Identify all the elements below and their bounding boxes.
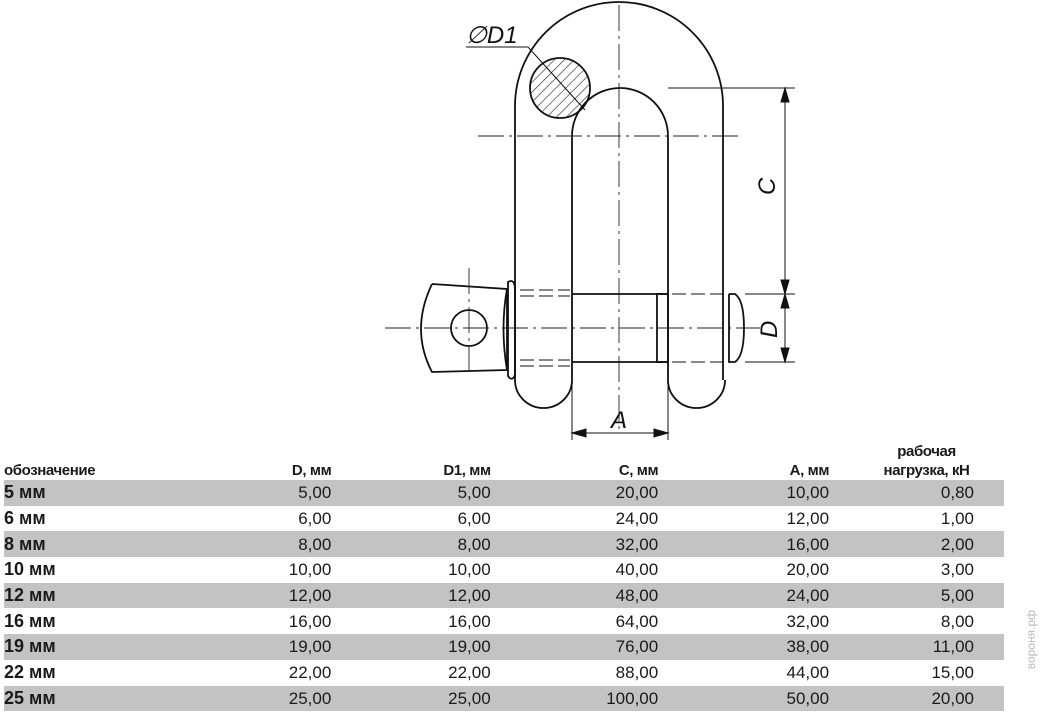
table-row: 16 мм 16,00 16,00 64,00 32,00 8,00 — [4, 608, 1004, 634]
col-load: рабочая нагрузка, кН — [829, 430, 1004, 480]
cell-designation: 19 мм — [4, 634, 96, 660]
spec-table: обозначение D, мм D1, мм C, мм A, мм раб… — [4, 430, 1004, 712]
cell-d1: 19,00 — [331, 634, 491, 660]
cell-load: 0,80 — [829, 480, 1004, 506]
cell-d1: 6,00 — [457, 509, 491, 529]
col-c: C, мм — [618, 462, 659, 479]
cell-c: 88,00 — [615, 663, 659, 683]
cell-load: 5,00 — [829, 582, 1004, 609]
cell-d: 10,00 — [288, 560, 332, 580]
shackle-technical-drawing: ∅D1 C D A — [385, 1, 795, 440]
cell-designation: 10 мм — [4, 559, 56, 580]
cell-d1: 8,00 — [331, 531, 491, 558]
cell-a: 32,00 — [786, 611, 830, 631]
right-eye — [667, 379, 726, 409]
cell-a: 20,00 — [786, 560, 830, 580]
cell-c: 32,00 — [490, 531, 659, 558]
col-designation: обозначение — [4, 462, 96, 479]
cell-load: 1,00 — [940, 509, 974, 529]
cell-load: 11,00 — [829, 634, 1004, 660]
cell-c: 64,00 — [615, 611, 659, 631]
shackle-body-inner — [571, 87, 669, 380]
cell-load: 15,00 — [931, 663, 974, 683]
pin-head — [420, 283, 508, 373]
table-row: 6 мм 6,00 6,00 24,00 12,00 1,00 — [4, 506, 1004, 532]
col-load-line2: нагрузка, кН — [883, 462, 970, 479]
cell-d: 19,00 — [95, 634, 332, 660]
cross-section — [529, 57, 591, 119]
cell-c: 48,00 — [490, 582, 659, 609]
cell-designation: 22 мм — [4, 662, 56, 683]
label-d1: ∅D1 — [466, 22, 518, 49]
table-row: 22 мм 22,00 22,00 88,00 44,00 15,00 — [4, 660, 1004, 686]
watermark: вороня.рф — [1024, 610, 1038, 670]
table-header: обозначение D, мм D1, мм C, мм A, мм раб… — [4, 430, 1004, 480]
cell-d1: 12,00 — [331, 582, 491, 609]
cell-designation: 12 мм — [4, 582, 96, 609]
cell-d: 12,00 — [95, 582, 332, 609]
cell-c: 40,00 — [615, 560, 659, 580]
shackle-body-outer — [514, 1, 724, 380]
cell-d: 16,00 — [288, 611, 332, 631]
cell-load: 3,00 — [940, 560, 974, 580]
cell-d1: 5,00 — [331, 480, 491, 506]
label-d: D — [756, 321, 783, 338]
cell-c: 20,00 — [490, 480, 659, 506]
cell-a: 24,00 — [658, 582, 830, 609]
cell-c: 76,00 — [490, 634, 659, 660]
cell-load: 8,00 — [940, 611, 974, 631]
label-a: A — [609, 407, 627, 434]
left-eye — [514, 379, 573, 409]
cell-d: 22,00 — [288, 663, 332, 683]
col-load-line1: рабочая — [897, 443, 956, 460]
cell-load: 20,00 — [829, 685, 1004, 712]
pin-body — [572, 293, 668, 363]
cell-designation: 16 мм — [4, 610, 56, 631]
col-d1: D1, мм — [443, 462, 491, 479]
cell-d: 6,00 — [298, 509, 332, 529]
cell-d1: 10,00 — [448, 560, 491, 580]
cell-c: 24,00 — [615, 509, 659, 529]
col-d: D, мм — [291, 462, 332, 479]
cell-c: 100,00 — [490, 685, 659, 712]
cell-d: 5,00 — [95, 480, 332, 506]
cell-d: 25,00 — [95, 685, 332, 712]
cell-d: 8,00 — [95, 531, 332, 558]
cell-a: 16,00 — [658, 531, 830, 558]
cell-a: 44,00 — [786, 663, 830, 683]
cell-a: 12,00 — [786, 509, 830, 529]
cell-d1: 25,00 — [331, 685, 491, 712]
cell-d1: 22,00 — [448, 663, 491, 683]
cell-designation: 5 мм — [4, 480, 96, 506]
cell-a: 50,00 — [658, 685, 830, 712]
cell-a: 38,00 — [658, 634, 830, 660]
cell-designation: 25 мм — [4, 685, 96, 712]
label-c: C — [754, 177, 781, 195]
table-row: 10 мм 10,00 10,00 40,00 20,00 3,00 — [4, 557, 1004, 583]
cell-designation: 6 мм — [4, 508, 46, 529]
cell-designation: 8 мм — [4, 531, 96, 558]
cell-d1: 16,00 — [448, 611, 491, 631]
cell-a: 10,00 — [658, 480, 830, 506]
col-a: A, мм — [789, 462, 830, 479]
cell-load: 2,00 — [829, 531, 1004, 558]
